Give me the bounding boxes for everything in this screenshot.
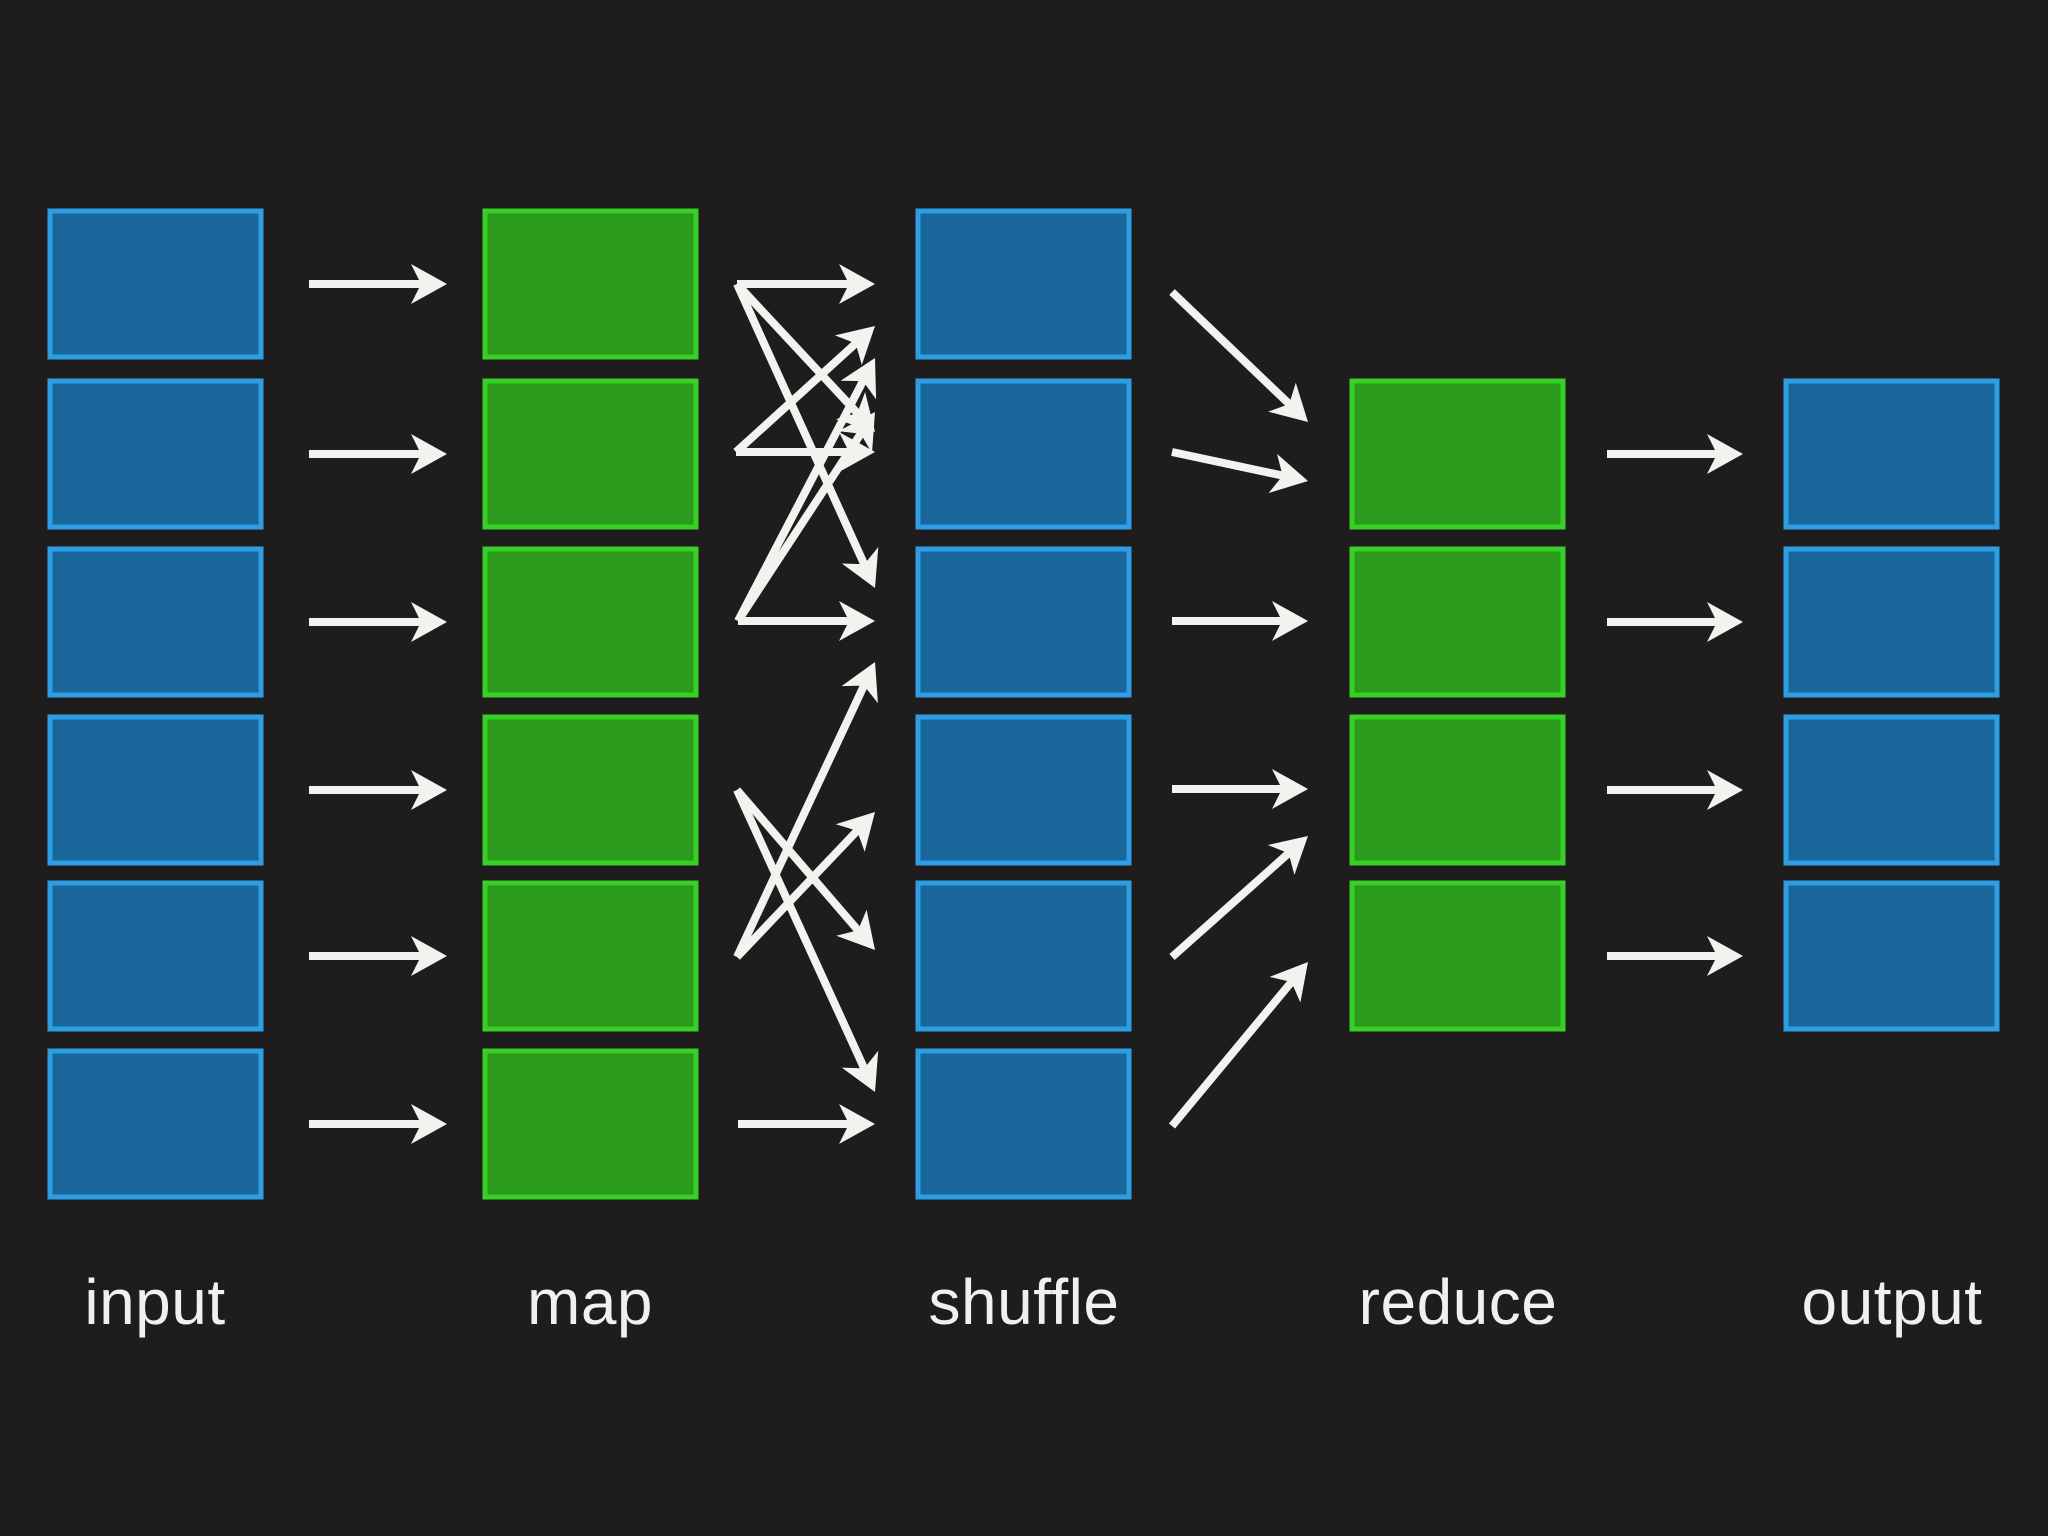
map-box-2: [482, 378, 699, 530]
arrow-head-input-4-to-map-4: [411, 770, 447, 810]
arrow-shaft-shuffle-6-to-reduce-4: [1168, 979, 1295, 1129]
stage-label-shuffle: shuffle: [928, 1266, 1120, 1338]
arrow-head-map-3-to-shuffle-1: [840, 358, 877, 400]
map-box-5: [482, 880, 699, 1032]
arrow-head-shuffle-5-to-reduce-3: [1267, 836, 1308, 875]
arrow-shaft-map-1-to-shuffle-3: [733, 282, 868, 566]
arrow-head-shuffle-1-to-reduce-1: [1268, 382, 1308, 422]
map-box-4: [482, 714, 699, 866]
input-box-2: [47, 378, 264, 530]
arrow-head-map-1-to-shuffle-1: [839, 264, 875, 304]
map-box-3: [482, 546, 699, 698]
arrow-shaft-map-3-to-shuffle-1: [734, 379, 867, 623]
arrow-shaft-shuffle-5-to-reduce-3: [1169, 850, 1292, 960]
input-box-5: [47, 880, 264, 1032]
input-box-4: [47, 714, 264, 866]
output-box-4: [1783, 880, 2000, 1032]
arrow-head-input-2-to-map-2: [411, 434, 447, 474]
arrow-head-shuffle-3-to-reduce-2: [1272, 601, 1308, 641]
arrow-head-map-2-to-shuffle-1: [834, 326, 875, 365]
arrow-head-reduce-1-to-output-1: [1707, 434, 1743, 474]
arrow-head-reduce-2-to-output-2: [1707, 602, 1743, 642]
reduce-box-4: [1349, 880, 1566, 1032]
input-box-6: [47, 1048, 264, 1200]
arrow-head-shuffle-6-to-reduce-4: [1269, 962, 1308, 1003]
arrow-head-input-6-to-map-6: [411, 1104, 447, 1144]
arrow-shaft-map-5-to-shuffle-3: [733, 683, 868, 959]
stage-label-output: output: [1801, 1266, 1983, 1338]
shuffle-box-1: [915, 208, 1132, 360]
arrow-head-map-3-to-shuffle-2: [838, 412, 875, 454]
arrow-head-reduce-3-to-output-3: [1707, 770, 1743, 810]
arrow-head-map-4-to-shuffle-6: [841, 1050, 879, 1092]
map-box-1: [482, 208, 699, 360]
map-box-6: [482, 1048, 699, 1200]
reduce-box-2: [1349, 546, 1566, 698]
arrow-head-map-6-to-shuffle-6: [839, 1104, 875, 1144]
shuffle-box-3: [915, 546, 1132, 698]
arrow-shaft-map-3-to-shuffle-2: [734, 431, 865, 624]
output-box-1: [1783, 378, 2000, 530]
arrow-shaft-map-2-to-shuffle-1: [733, 340, 859, 455]
arrow-head-input-5-to-map-5: [411, 936, 447, 976]
arrow-head-reduce-4-to-output-4: [1707, 936, 1743, 976]
output-box-3: [1783, 714, 2000, 866]
arrow-head-map-5-to-shuffle-3: [841, 662, 878, 704]
shuffle-box-2: [915, 378, 1132, 530]
arrow-head-map-3-to-shuffle-3: [839, 601, 875, 641]
arrow-shaft-map-4-to-shuffle-6: [733, 788, 868, 1071]
arrow-head-map-2-to-shuffle-2: [839, 432, 875, 472]
arrow-head-input-1-to-map-1: [411, 264, 447, 304]
arrow-head-map-4-to-shuffle-5: [836, 909, 875, 950]
input-box-1: [47, 208, 264, 360]
stage-label-reduce: reduce: [1358, 1266, 1558, 1338]
arrow-shaft-map-4-to-shuffle-5: [733, 787, 862, 933]
arrow-shaft-map-1-to-shuffle-2: [734, 281, 861, 416]
arrow-head-map-5-to-shuffle-4: [835, 812, 875, 852]
arrow-head-input-3-to-map-3: [411, 602, 447, 642]
output-box-2: [1783, 546, 2000, 698]
stage-label-input: input: [84, 1266, 226, 1338]
arrow-head-map-1-to-shuffle-3: [841, 547, 879, 588]
shuffle-box-4: [915, 714, 1132, 866]
stage-label-map: map: [527, 1266, 653, 1338]
arrow-head-shuffle-4-to-reduce-3: [1272, 769, 1308, 809]
arrow-shaft-shuffle-1-to-reduce-1: [1169, 289, 1292, 407]
input-box-3: [47, 546, 264, 698]
arrow-shaft-shuffle-2-to-reduce-1: [1171, 448, 1284, 480]
arrow-head-shuffle-2-to-reduce-1: [1268, 453, 1308, 494]
arrow-shaft-map-5-to-shuffle-4: [734, 828, 860, 960]
shuffle-box-6: [915, 1048, 1132, 1200]
reduce-box-1: [1349, 378, 1566, 530]
shuffle-box-5: [915, 880, 1132, 1032]
reduce-box-3: [1349, 714, 1566, 866]
